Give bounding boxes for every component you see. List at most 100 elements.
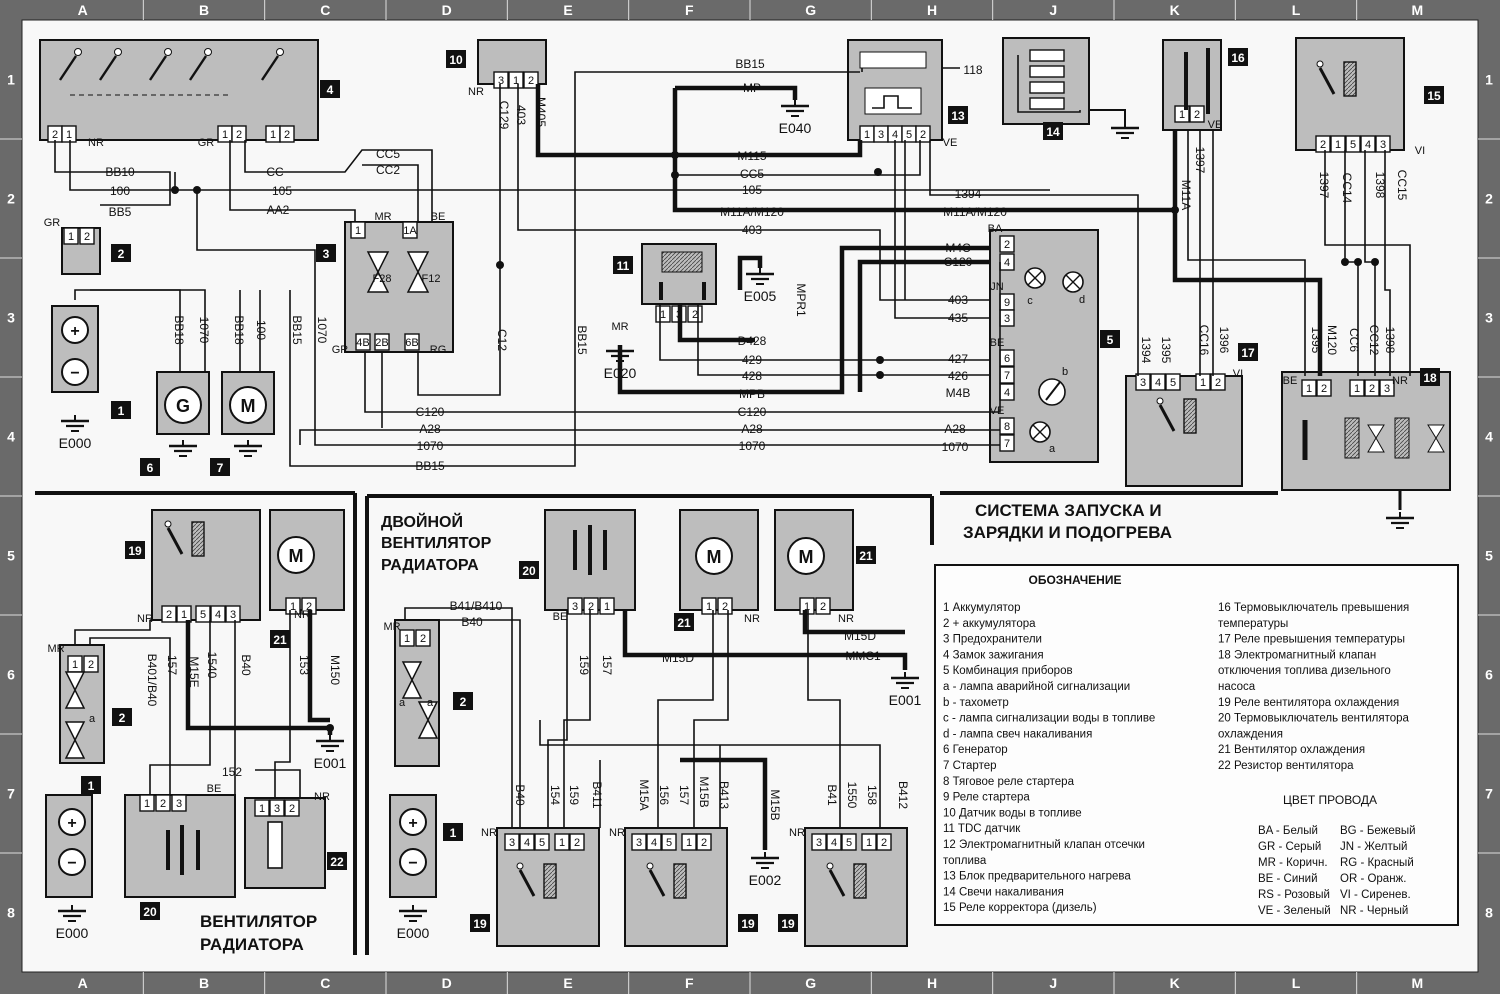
wire-label: A28 — [419, 422, 441, 436]
grid-row-label: 6 — [7, 667, 15, 683]
wire — [54, 140, 171, 206]
pin-number: 3 — [1004, 313, 1010, 325]
component-number-badge — [111, 401, 131, 419]
component-number-badge — [674, 613, 694, 631]
component-number: 3 — [323, 247, 330, 261]
junction-dot — [876, 356, 884, 364]
wire — [417, 84, 501, 396]
grid-column-label: J — [1049, 975, 1057, 991]
legend-color-item: BG - Бежевый — [1340, 825, 1416, 837]
motor-icon — [229, 386, 267, 424]
connector-pin — [569, 833, 585, 851]
legend-item: 3 Предохранители — [943, 634, 1042, 646]
connector-pin — [504, 833, 520, 851]
connector-pin — [811, 833, 827, 851]
wire-label: M11A/M120 — [943, 205, 1007, 219]
wire-label: 156 — [657, 785, 671, 805]
relay-switch-icon — [648, 869, 666, 897]
wire — [1324, 150, 1411, 376]
section-title: ВЕНТИЛЯТОР — [381, 535, 492, 552]
pin-number: 2 — [236, 129, 242, 141]
component-number-badge — [948, 106, 968, 124]
wire-label: 1070 — [739, 439, 766, 453]
relay-contact-icon — [516, 862, 524, 870]
wire-label: BE — [990, 337, 1005, 349]
pin-number: 2B — [375, 337, 388, 349]
connector-pin — [1379, 379, 1395, 397]
wire-label: M15A — [637, 779, 651, 810]
pin-number: 2 — [820, 601, 826, 613]
pin-number: 5 — [666, 837, 672, 849]
pin-number: 4 — [524, 837, 530, 849]
component-number-badge — [81, 776, 101, 794]
component-number-badge — [738, 914, 758, 932]
connector-pin — [61, 125, 77, 143]
connector-pin — [523, 71, 539, 89]
relay-switch-icon — [518, 869, 536, 897]
wire-label: M15D — [662, 651, 694, 665]
connector-pin — [915, 125, 931, 143]
pin-number: 1 — [706, 601, 712, 613]
wire-label: VI — [1415, 145, 1425, 157]
ground-label: E020 — [604, 365, 637, 381]
wire-label: M405 — [534, 97, 548, 127]
grid-row-label: 2 — [1485, 191, 1493, 207]
connector-pin — [171, 794, 187, 812]
junction-dot — [1341, 258, 1349, 266]
legend-item: температуры — [1218, 618, 1288, 630]
wire — [617, 245, 990, 395]
glow-plug-ground — [1089, 109, 1126, 122]
legend-color-item: MR - Коричн. — [1258, 857, 1328, 869]
wire-label: RG — [430, 344, 447, 356]
legend-item: c - лампа сигнализации воды в топливе — [943, 713, 1155, 725]
wire-label: CC15 — [1395, 170, 1409, 201]
wire-label: 158 — [865, 785, 879, 805]
thermoswitch-icon — [573, 525, 607, 575]
connector-pin — [567, 597, 583, 615]
junction-dot — [496, 261, 504, 269]
wire-label: 1550 — [845, 782, 859, 809]
section-title: ВЕНТИЛЯТОР — [200, 912, 317, 931]
pin-number: 3 — [878, 129, 884, 141]
battery-terminal-symbol: + — [67, 815, 76, 832]
wire — [675, 85, 798, 100]
wire-label: B413 — [717, 781, 731, 809]
wire-label: NR — [609, 827, 625, 839]
wire — [693, 610, 729, 828]
wire — [622, 610, 908, 670]
wire-label: 152 — [222, 765, 242, 779]
wire-label: B40 — [461, 615, 483, 629]
connector-pin — [176, 605, 192, 623]
component-number: 19 — [128, 544, 142, 558]
grid-column-label: F — [685, 2, 694, 18]
wire-label: F12 — [422, 273, 441, 285]
lamp-icon — [1065, 274, 1081, 290]
junction-dot — [671, 151, 679, 159]
ignition-switch-box — [39, 39, 319, 141]
wire-label: BB15 — [290, 315, 304, 345]
wire-label: 1070 — [197, 317, 211, 344]
component-number: 11 — [617, 259, 630, 273]
pin-number: 4 — [1004, 387, 1010, 399]
grid-column-label: L — [1292, 2, 1301, 18]
tdc-sensor-icon — [661, 251, 703, 273]
wire — [807, 610, 841, 828]
wire-label: A28 — [944, 422, 966, 436]
wire-label: a — [1049, 443, 1056, 455]
wire-label: BE — [431, 211, 446, 223]
ignition-contact-icon — [261, 55, 279, 81]
component-number: 19 — [781, 917, 795, 931]
wire — [229, 140, 356, 222]
connector-pin — [1195, 373, 1211, 391]
preheat-timer-icon — [864, 87, 922, 115]
connector-pin — [826, 833, 842, 851]
wire — [894, 140, 990, 319]
grid-row-label: 6 — [1485, 667, 1493, 683]
legend-item: 13 Блок предварительного нагрева — [943, 871, 1131, 883]
generator-icon — [164, 386, 202, 424]
pin-number: 1 — [1200, 377, 1206, 389]
pin-number: 2 — [1004, 239, 1010, 251]
legend-item: 10 Датчик воды в топливе — [943, 807, 1082, 819]
legend-item: a - лампа аварийной сигнализации — [943, 681, 1130, 693]
wire-label: 428 — [742, 369, 762, 383]
